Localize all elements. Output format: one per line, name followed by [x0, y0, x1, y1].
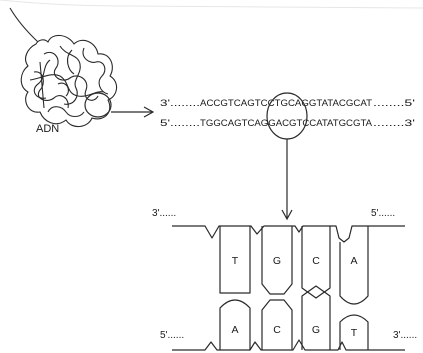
- zoom-top-right-end: 5'......: [371, 208, 395, 219]
- bottom-backbone: [172, 340, 405, 350]
- zoom-top-left-end: 3'......: [152, 208, 176, 219]
- sequence-block: 3'........ ACCGTCAGTCCTGCAGGTATACGCAT ..…: [160, 98, 415, 128]
- bottom-base-1: A: [231, 324, 238, 336]
- top-base-1: T: [232, 255, 239, 267]
- zoom-end-labels: 3'...... 5'...... 5'...... 3'......: [152, 208, 417, 341]
- top-base-2: G: [273, 255, 281, 267]
- bottom-base-2: C: [273, 324, 281, 336]
- zoom-bottom-right-end: 3'......: [393, 330, 417, 341]
- zoom-bottom-left-end: 5'......: [160, 330, 184, 341]
- dna-thread: [10, 8, 38, 42]
- adn-label: ADN: [36, 123, 59, 135]
- bottom-base-3: G: [312, 324, 320, 336]
- top-strand-prefix: 3'........: [160, 98, 200, 108]
- top-strand-suffix: ........5': [373, 98, 415, 108]
- top-backbone: [172, 226, 405, 242]
- bottom-strand-prefix: 5'........: [160, 118, 200, 128]
- bottom-strand-sequence: TGGCAGTCAGGACGTCCATATGCGTA: [200, 118, 373, 128]
- top-base-4: A: [350, 255, 357, 267]
- base-pair-zoom: [172, 226, 405, 350]
- top-strand-sequence: ACCGTCAGTCCTGCAGGTATACGCAT: [200, 98, 372, 108]
- top-base-3: C: [312, 255, 320, 267]
- dna-tangle-icon: [21, 35, 116, 126]
- bottom-base-4: T: [351, 327, 358, 339]
- base-g-bottom: [302, 286, 330, 350]
- bottom-strand-suffix: ........3': [373, 118, 415, 128]
- scan-edge-line: [0, 0, 423, 8]
